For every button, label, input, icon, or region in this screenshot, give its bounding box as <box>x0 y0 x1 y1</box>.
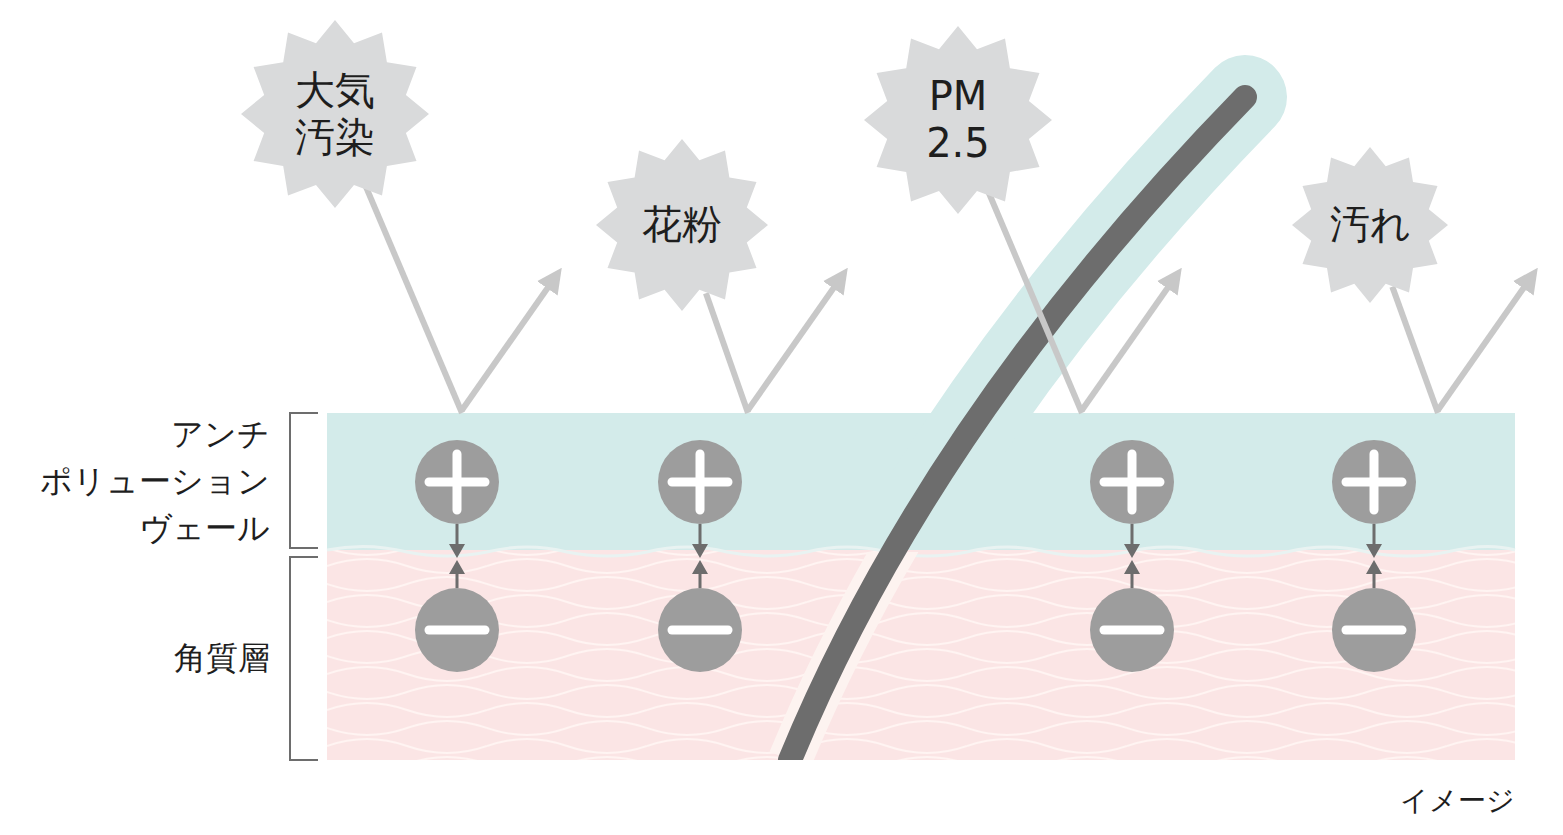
charge-pair <box>415 440 499 672</box>
hair <box>790 97 1245 760</box>
plus-circle <box>415 440 499 524</box>
minus-sign <box>429 626 485 635</box>
veil-edge <box>327 546 1515 556</box>
incoming-arrow <box>1392 287 1438 413</box>
layer-band: 角質層 <box>25 557 1515 760</box>
layer-label: 角質層 <box>25 635 270 682</box>
minus-sign <box>672 626 728 635</box>
pollutant-burst: PM 2.5 <box>864 26 1052 214</box>
reflect-arrow <box>1438 276 1532 410</box>
minus-sign <box>1346 626 1402 635</box>
attraction-arrows <box>449 544 465 574</box>
skin-texture <box>327 548 1515 760</box>
plus-sign <box>672 454 728 510</box>
pollutant-label: PM 2.5 <box>906 73 1010 167</box>
reflect-arrow <box>462 276 556 410</box>
burst-outline <box>864 26 1052 214</box>
charge-pair <box>1090 440 1174 672</box>
skin-band <box>327 548 1515 760</box>
note-label: イメージ <box>1400 782 1515 820</box>
attraction-arrows <box>1366 544 1382 574</box>
pollutant-label: 汚れ <box>1330 201 1411 248</box>
attraction-arrows <box>1124 544 1140 574</box>
burst-outline <box>241 20 429 208</box>
bracket <box>290 413 318 548</box>
plus-sign <box>1104 454 1160 510</box>
burst-outline <box>596 139 768 311</box>
charge-symbols <box>415 440 1416 672</box>
attraction-arrows <box>692 544 708 574</box>
plus-circle <box>1090 440 1174 524</box>
pollutant-burst: 汚れ <box>1292 147 1448 303</box>
burst-outline <box>1292 147 1448 303</box>
hair-follicle <box>790 552 1245 760</box>
reflect-arrow <box>748 276 842 410</box>
plus-circle <box>658 440 742 524</box>
incoming-arrow <box>366 187 462 413</box>
pollutant-burst: 花粉 <box>596 139 768 311</box>
incoming-arrow <box>706 293 748 413</box>
plus-sign <box>1346 454 1402 510</box>
plus-sign <box>429 454 485 510</box>
plus-circle <box>1332 440 1416 524</box>
minus-circle <box>658 588 742 672</box>
brackets <box>290 413 318 760</box>
incoming-arrow <box>989 193 1082 413</box>
charge-pair <box>1332 440 1416 672</box>
minus-circle <box>415 588 499 672</box>
layer-label: アンチ ポリューション ヴェール <box>25 411 270 552</box>
minus-circle <box>1090 588 1174 672</box>
reflect-arrow <box>1082 276 1176 410</box>
pollutant-label: 花粉 <box>642 201 722 248</box>
pollutant-burst: 大気 汚染 <box>241 20 429 208</box>
minus-sign <box>1104 626 1160 635</box>
layer-band: アンチ ポリューション ヴェール <box>25 413 1515 550</box>
charge-pair <box>658 440 742 672</box>
pollutant-label: 大気 汚染 <box>283 67 387 161</box>
minus-circle <box>1332 588 1416 672</box>
bracket <box>290 557 318 760</box>
